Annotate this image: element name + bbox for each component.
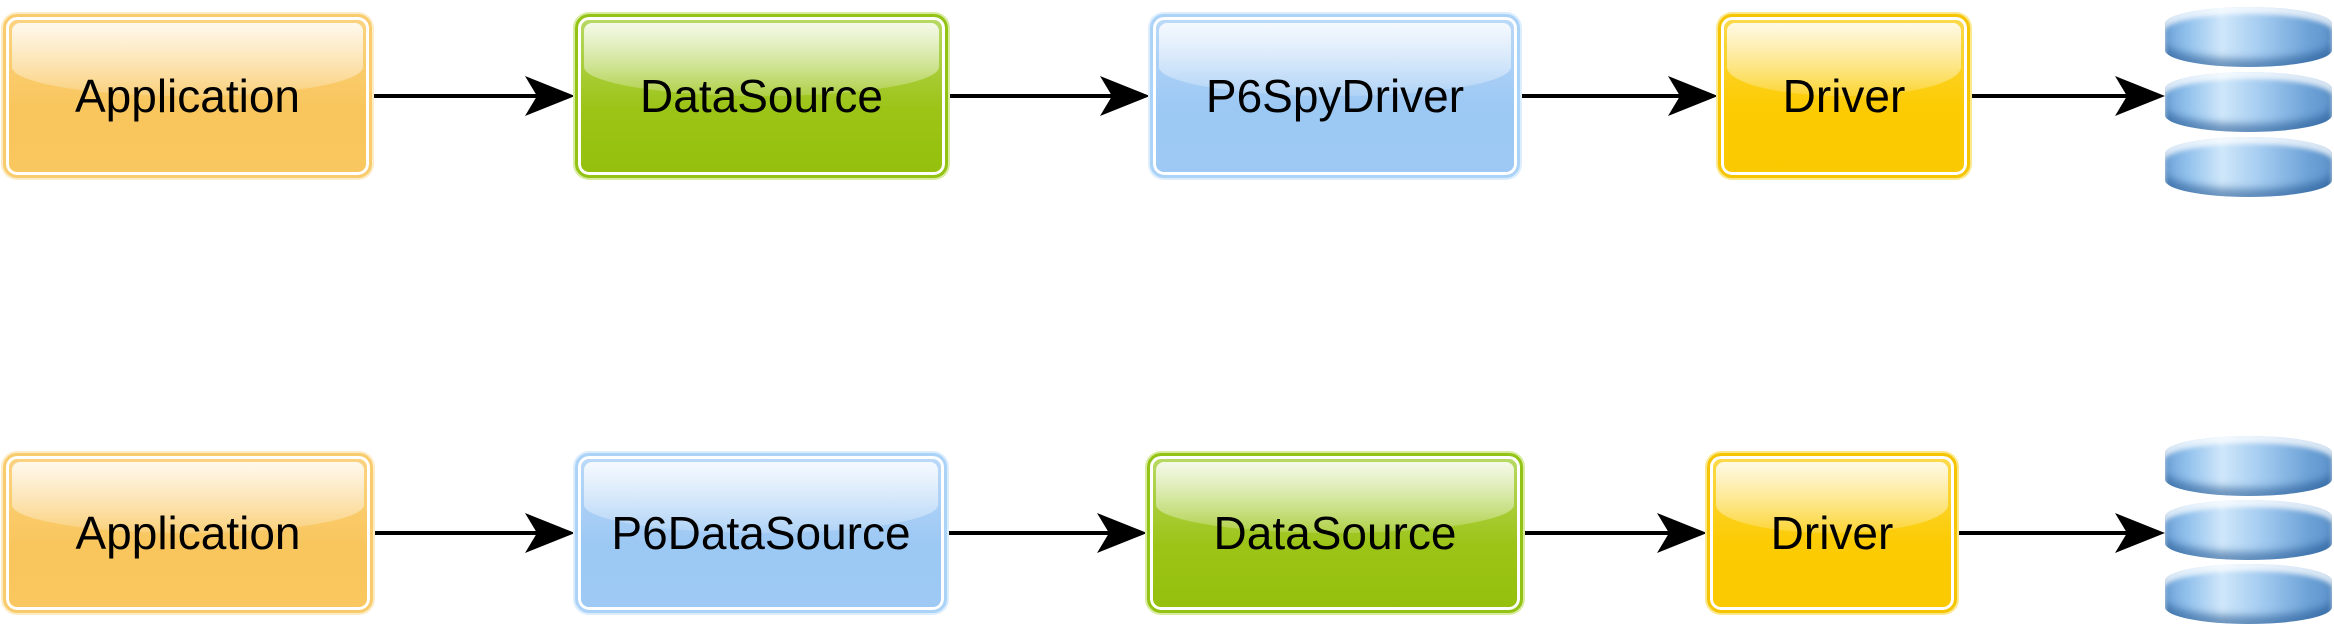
node-application: Application [3,14,372,178]
flow-arrow-icon [1525,513,1707,553]
database-disc [2165,72,2332,132]
database-disc [2165,7,2332,67]
flow-arrow-icon [950,76,1150,116]
node-label: P6DataSource [611,507,911,559]
node-label: Driver [1782,70,1906,122]
node-label: Driver [1770,507,1894,559]
node-application: Application [3,453,373,613]
node-label: DataSource [1213,507,1457,559]
database-icon [2165,436,2332,624]
database-disc [2165,436,2332,496]
database-disc [2165,137,2332,197]
database-disc [2165,564,2332,624]
database-icon [2165,7,2332,197]
flow-arrow-icon [1522,76,1718,116]
flow-arrow-icon [374,76,575,116]
node-label: P6SpyDriver [1205,70,1465,122]
flow-arrow-icon [375,513,575,553]
flow-arrow-icon [1959,513,2165,553]
flow-arrow-icon [1972,76,2165,116]
node-datasource: DataSource [575,14,948,178]
flow-arrow-icon [949,513,1147,553]
node-label: Application [75,507,301,559]
database-disc [2165,500,2332,560]
node-p6datasource: P6DataSource [575,453,947,613]
node-label: DataSource [640,70,883,122]
node-label: Application [74,70,301,122]
node-driver: Driver [1707,453,1957,613]
node-driver: Driver [1718,14,1970,178]
node-datasource: DataSource [1147,453,1523,613]
node-p6spydriver: P6SpyDriver [1150,14,1520,178]
